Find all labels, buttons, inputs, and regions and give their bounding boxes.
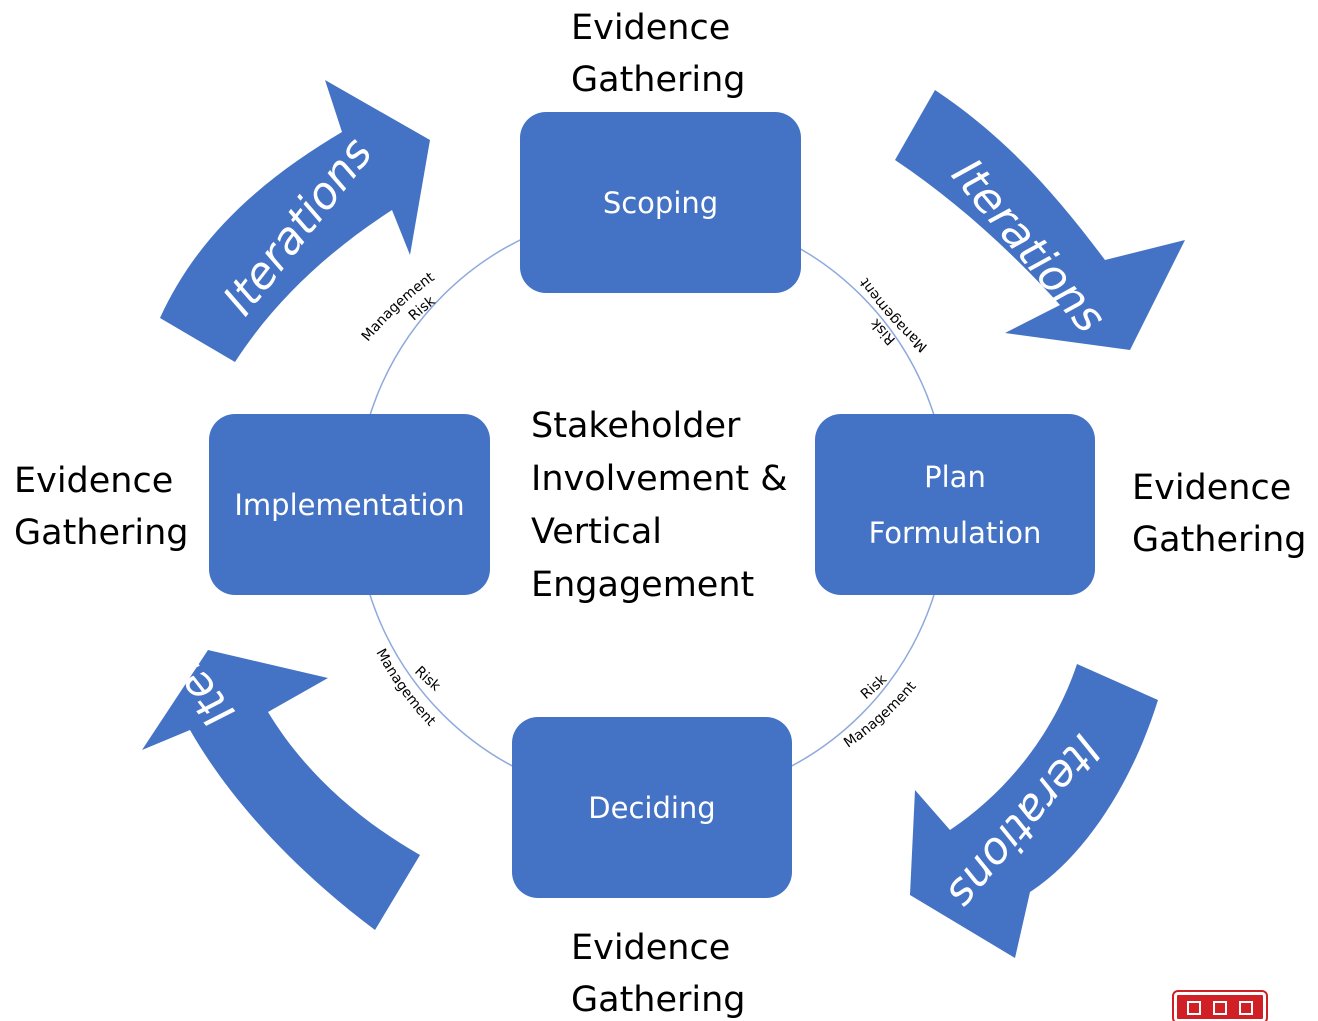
stage-label: Implementation bbox=[234, 487, 465, 522]
stage-plan-formulation: Plan Formulation bbox=[815, 414, 1095, 595]
iteration-arrow-bottom-right: Iterations bbox=[910, 664, 1158, 958]
stage-label: Scoping bbox=[602, 185, 719, 220]
svg-text:Risk: Risk bbox=[411, 663, 444, 695]
stage-label-line2: Formulation bbox=[868, 515, 1042, 550]
evidence-gathering-right: Evidence Gathering bbox=[1132, 468, 1307, 560]
risk-management-label-bottom-left: Risk Management bbox=[372, 646, 443, 730]
svg-text:Management: Management bbox=[857, 275, 931, 355]
stage-implementation: Implementation bbox=[209, 414, 490, 595]
evidence-gathering-top: Evidence Gathering bbox=[571, 8, 746, 100]
risk-management-label-bottom-right: Risk Management bbox=[841, 671, 920, 751]
stage-scoping: Scoping bbox=[520, 112, 801, 293]
svg-text:Risk: Risk bbox=[858, 671, 891, 703]
risk-management-label-top-left: Management Risk bbox=[359, 269, 439, 344]
center-label: Stakeholder Involvement & Vertical Engag… bbox=[531, 406, 788, 605]
usace-castle-icon bbox=[1172, 990, 1268, 1021]
stage-deciding: Deciding bbox=[512, 717, 792, 898]
iteration-arrow-top-right: Iterations bbox=[895, 90, 1185, 350]
risk-management-label-top-right: Management Risk bbox=[857, 275, 931, 355]
evidence-gathering-bottom: Evidence Gathering bbox=[571, 928, 746, 1020]
evidence-gathering-left: Evidence Gathering bbox=[14, 461, 189, 553]
stage-label: Deciding bbox=[588, 790, 716, 825]
stage-label-line1: Plan bbox=[924, 459, 986, 494]
iteration-arrow-bottom-left: Iterations bbox=[75, 540, 420, 930]
